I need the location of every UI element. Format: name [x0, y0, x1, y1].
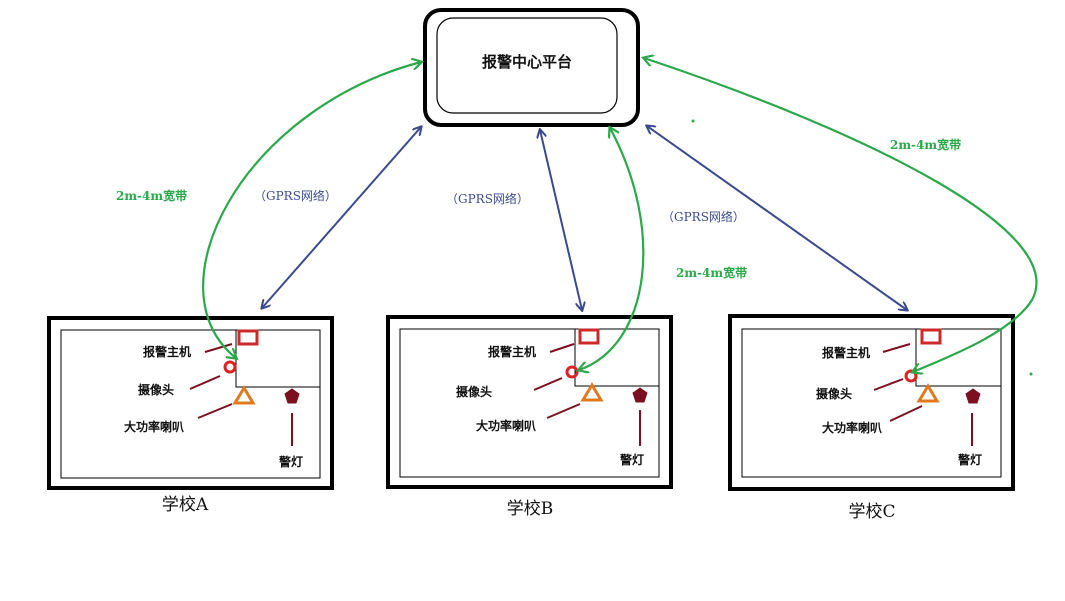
- school-b-light-label: 警灯: [619, 452, 644, 467]
- speaker-icon: [916, 383, 940, 403]
- school-a: 学校A 报警主机 摄像头 大功率喇叭 警灯: [47, 316, 334, 515]
- school-a-speaker-label: 大功率喇叭: [124, 419, 184, 434]
- gprs-link-a: [262, 127, 421, 308]
- school-b-speaker-label: 大功率喇叭: [476, 418, 536, 433]
- school-b: 学校B 报警主机 摄像头 大功率喇叭 警灯: [386, 315, 673, 519]
- school-b-name: 学校B: [507, 499, 554, 519]
- gprs-links: [262, 126, 907, 310]
- school-a-light-label: 警灯: [278, 454, 303, 469]
- gprs-label-c: （GPRS网络）: [662, 209, 745, 224]
- school-c-name: 学校C: [848, 502, 895, 522]
- warning-light-icon: [284, 388, 300, 404]
- broadband-label-b: 2m-4m宽带: [676, 265, 747, 280]
- broadband-links: [202, 58, 1038, 372]
- warning-light-icon: [632, 387, 648, 403]
- alarm-center: 报警中心平台: [423, 8, 640, 127]
- school-b-camera-label: 摄像头: [456, 384, 492, 399]
- broadband-link-a: [202, 62, 421, 358]
- broadband-label-a: 2m-4m宽带: [116, 188, 187, 203]
- speaker-icon: [580, 382, 604, 402]
- broadband-label-c: 2m-4m宽带: [890, 137, 961, 152]
- broadband-link-c: [644, 58, 1038, 372]
- school-c-camera-label: 摄像头: [816, 386, 852, 401]
- gprs-label-a: （GPRS网络）: [254, 188, 337, 203]
- gprs-label-b: （GPRS网络）: [446, 191, 529, 206]
- school-a-name: 学校A: [162, 495, 209, 515]
- alarm-center-title: 报警中心平台: [482, 53, 572, 71]
- gprs-link-b: [540, 130, 582, 310]
- school-b-host-label: 报警主机: [488, 344, 536, 359]
- camera-icon: [223, 360, 237, 374]
- speaker-icon: [232, 385, 256, 405]
- school-a-host-label: 报警主机: [143, 344, 191, 359]
- school-c-host-label: 报警主机: [822, 345, 870, 360]
- warning-light-icon: [965, 388, 981, 404]
- school-c-speaker-label: 大功率喇叭: [822, 420, 882, 435]
- school-a-camera-label: 摄像头: [138, 382, 174, 397]
- school-c-light-label: 警灯: [957, 452, 982, 467]
